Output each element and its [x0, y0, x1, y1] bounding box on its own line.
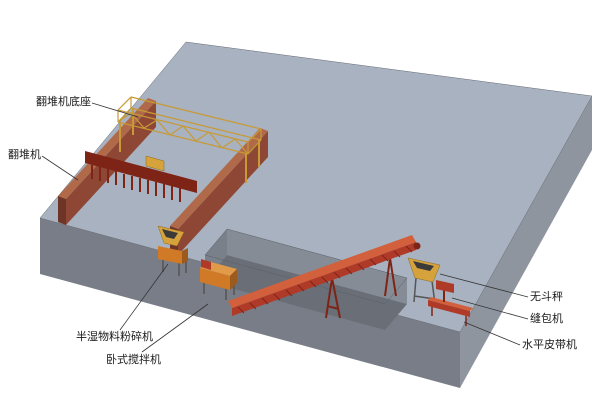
label-sewing: 缝包机 [530, 313, 563, 325]
label-belt: 水平皮带机 [522, 339, 577, 351]
gantry-braces [117, 112, 249, 155]
sewing-head [436, 280, 454, 293]
turner-motor [145, 155, 165, 172]
label-scale: 无斗秤 [530, 291, 563, 303]
compost-turner-machine [85, 151, 197, 202]
conveyor-support-2 [384, 257, 397, 297]
pit-opening-edge [204, 228, 408, 305]
leader-lines [41, 102, 529, 353]
leader-belt [463, 321, 521, 346]
bagging-station [428, 280, 473, 326]
inclined-conveyor [228, 235, 421, 319]
platform-right-face [460, 96, 592, 388]
conveyor-belt-top [228, 235, 416, 308]
leader-mixer [141, 303, 209, 353]
label-turner-base: 翻堆机底座 [36, 96, 91, 108]
label-crusher: 半湿物料粉碎机 [76, 331, 153, 343]
turner-base-gantry [117, 96, 262, 183]
track-wall-left-end [58, 196, 66, 225]
crusher-hopper-mouth [162, 229, 178, 239]
leader-scale [439, 273, 529, 298]
crusher-body-side [182, 248, 188, 264]
leader-sewing [451, 297, 529, 320]
conveyor-lattice [237, 245, 413, 314]
label-turner: 翻堆机 [8, 149, 41, 161]
mixer-motor [201, 259, 211, 270]
horizontal-belt-frame [428, 300, 470, 317]
gantry-legs [119, 108, 260, 183]
belt-legs [431, 306, 467, 326]
horizontal-belt-top [428, 297, 473, 311]
weighing-hopper [407, 257, 441, 305]
mixer-front [200, 268, 230, 290]
leader-turner [41, 155, 79, 181]
track-wall-left-top [58, 98, 156, 199]
leader-crusher [119, 263, 169, 331]
turner-tines [91, 165, 181, 202]
hopper-mouth [413, 261, 434, 271]
pit-floor [205, 255, 407, 330]
crusher-legs [162, 258, 187, 276]
mixer-machine [200, 259, 237, 300]
conveyor-head-pulley [413, 242, 421, 250]
pit-far-wall [227, 229, 407, 304]
crusher-body [158, 246, 182, 264]
crusher-machine [157, 225, 188, 276]
label-mixer: 卧式搅拌机 [106, 354, 161, 366]
leader-turner-base [91, 102, 139, 118]
conveyor-support-1 [325, 277, 341, 319]
turner-beam [85, 151, 197, 193]
mixer-end [230, 269, 237, 290]
